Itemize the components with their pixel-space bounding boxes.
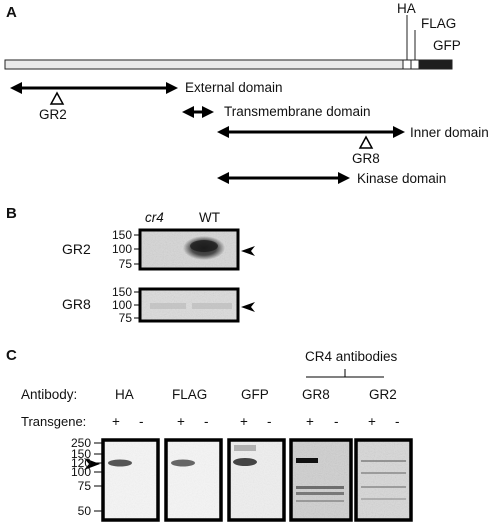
gr8-tick-75: 75 (118, 311, 132, 325)
flag-plus: + (177, 414, 185, 429)
blot-gr2-label: GR2 (62, 241, 91, 257)
ha-minus: - (139, 414, 144, 429)
gr8-epitope-triangle (358, 135, 374, 149)
gr2-tick-150: 150 (111, 228, 132, 242)
panel-b-letter: B (6, 205, 17, 222)
c-tick-250: 250 (70, 436, 91, 450)
panel-a-letter: A (6, 4, 17, 21)
c-tick-120: 120 (70, 456, 91, 470)
lane-wt-label: WT (199, 210, 220, 225)
gr8-minus: - (334, 414, 339, 429)
gr8-tick-100: 100 (111, 298, 132, 312)
c-tick-75: 75 (77, 479, 91, 493)
gr2-minus: - (395, 414, 400, 429)
gr8-tick-marks (134, 291, 140, 319)
c-tick-marks (94, 442, 103, 512)
blot-gr2 (138, 228, 240, 271)
gr2-tick-marks (134, 234, 140, 265)
gr2-epitope-label: GR2 (39, 107, 67, 122)
gr8-band-arrowhead (241, 302, 255, 312)
antibody-ha: HA (115, 387, 134, 402)
flag-minus: - (204, 414, 209, 429)
gr8-epitope-label: GR8 (352, 151, 380, 166)
gr2-band-arrowhead (241, 246, 255, 256)
blot-gfp (227, 438, 286, 522)
antibody-gfp: GFP (241, 387, 269, 402)
blot-ha (101, 438, 160, 522)
gr2-tick-100: 100 (111, 242, 132, 256)
cr4-antibodies-bracket (306, 369, 384, 378)
transmembrane-domain-arrow (182, 106, 214, 118)
c-tick-100: 100 (70, 465, 91, 479)
gfp-tag-segment (418, 59, 453, 70)
cr4-antibodies-label: CR4 antibodies (305, 349, 398, 364)
antibody-gr2: GR2 (369, 387, 397, 402)
transmembrane-domain-label: Transmembrane domain (224, 104, 371, 119)
gfp-tag-label: GFP (433, 38, 461, 53)
blot-gr8 (138, 287, 240, 323)
inner-domain-arrow (217, 126, 405, 138)
flag-tag-segment (410, 59, 420, 70)
blot-gr8-label: GR8 (62, 296, 91, 312)
gfp-plus: + (240, 414, 248, 429)
lane-cr4-label: cr4 (145, 210, 164, 225)
panel-c-letter: C (6, 347, 17, 364)
gr8-plus: + (306, 414, 314, 429)
flag-tag-label: FLAG (421, 16, 457, 31)
transgene-row-label: Transgene: (21, 414, 87, 429)
blot-flag (164, 438, 223, 522)
blot-gr2-c (354, 438, 413, 522)
external-domain-label: External domain (185, 80, 283, 95)
kinase-domain-arrow (217, 172, 350, 184)
c-tick-150: 150 (70, 447, 91, 461)
blot-gr8-c (289, 438, 353, 522)
gr2-plus: + (368, 414, 376, 429)
ha-tag-segment (402, 59, 412, 70)
gr2-epitope-triangle (49, 91, 65, 105)
antibody-row-label: Antibody: (21, 387, 78, 402)
antibody-gr8: GR8 (302, 387, 330, 402)
external-domain-arrow (10, 82, 178, 94)
c-band-arrowhead (84, 458, 100, 470)
ha-tag-label: HA (397, 1, 416, 16)
protein-bar (4, 59, 453, 70)
inner-domain-label: Inner domain (410, 125, 489, 140)
c-tick-50: 50 (77, 504, 91, 518)
gr2-tick-75: 75 (118, 257, 132, 271)
antibody-flag: FLAG (172, 387, 208, 402)
gfp-minus: - (267, 414, 272, 429)
ha-plus: + (112, 414, 120, 429)
kinase-domain-label: Kinase domain (357, 171, 447, 186)
gr8-tick-150: 150 (111, 285, 132, 299)
